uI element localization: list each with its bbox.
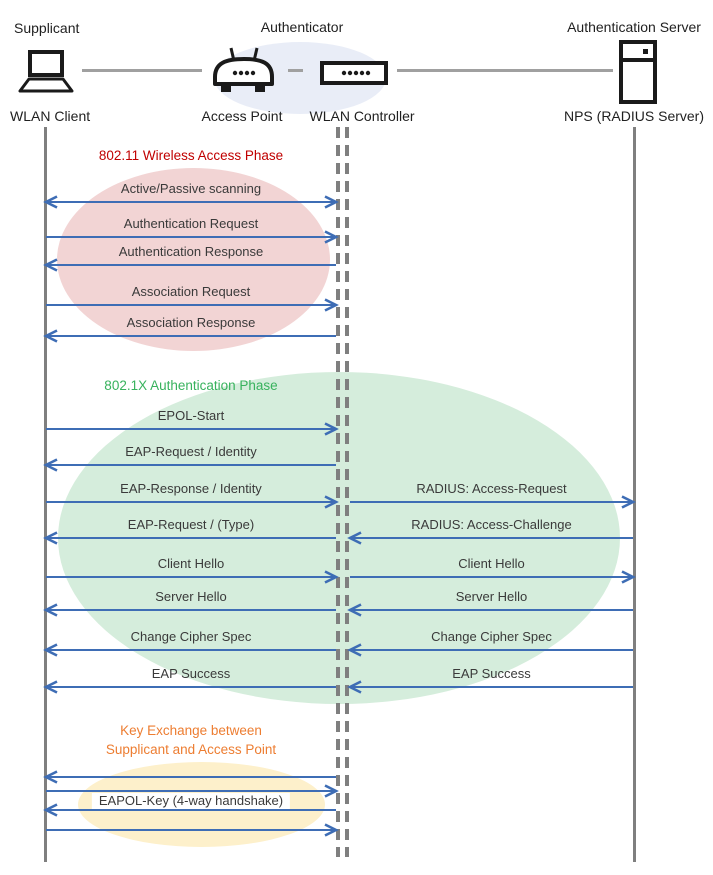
message-label: Active/Passive scanning	[120, 181, 262, 196]
device-label-access-point: Access Point	[201, 108, 283, 124]
message-label: EAP Success	[452, 666, 531, 681]
phase3-title: Key Exchange between Supplicant and Acce…	[105, 723, 277, 757]
message-label: RADIUS: Access-Challenge	[411, 517, 572, 532]
message-label: Authentication Response	[118, 244, 264, 259]
role-label-supplicant: Supplicant	[14, 20, 80, 36]
connector-line-controller-server	[397, 69, 613, 72]
phase1-title: 802.11 Wireless Access Phase	[98, 148, 284, 163]
message-label: EAPOL-Key (4-way handshake)	[91, 793, 291, 809]
role-label-authentication-server: Authentication Server	[567, 19, 701, 35]
message-label: Client Hello	[458, 556, 525, 571]
lifeline-wlan-client	[44, 127, 47, 862]
message-label: Change Cipher Spec	[130, 629, 252, 644]
phase2-title: 802.1X Authentication Phase	[104, 378, 278, 393]
message-label: EAP-Request / (Type)	[127, 517, 255, 532]
lifeline-wlan-controller-left	[336, 127, 340, 857]
message-label: Server Hello	[155, 589, 227, 604]
message-label: Server Hello	[455, 589, 528, 604]
message-label: RADIUS: Access-Request	[416, 481, 567, 496]
message-label: Association Request	[131, 284, 251, 299]
lifeline-wlan-controller-right	[345, 127, 349, 857]
role-label-authenticator: Authenticator	[260, 19, 344, 35]
device-label-wlan-controller: WLAN Controller	[309, 108, 415, 124]
phase1-ellipse	[57, 168, 330, 351]
message-label: Client Hello	[157, 556, 225, 571]
message-label: EAP Success	[151, 666, 231, 681]
device-label-nps: NPS (RADIUS Server)	[563, 108, 705, 124]
message-label: Authentication Request	[123, 216, 259, 231]
laptop-icon	[18, 50, 74, 93]
connector-line-client-ap	[82, 69, 202, 72]
wlan-controller-icon	[320, 61, 388, 85]
message-label: Association Response	[126, 315, 256, 330]
server-icon	[619, 40, 657, 104]
device-label-wlan-client: WLAN Client	[10, 108, 91, 124]
access-point-icon	[213, 47, 274, 92]
message-label: EAP-Response / Identity	[120, 481, 262, 496]
connector-line-ap-controller	[288, 69, 303, 72]
message-label: EAP-Request / Identity	[125, 444, 257, 459]
lifeline-nps	[633, 127, 636, 862]
message-label: Change Cipher Spec	[431, 629, 552, 644]
message-label: EPOL-Start	[157, 408, 225, 423]
